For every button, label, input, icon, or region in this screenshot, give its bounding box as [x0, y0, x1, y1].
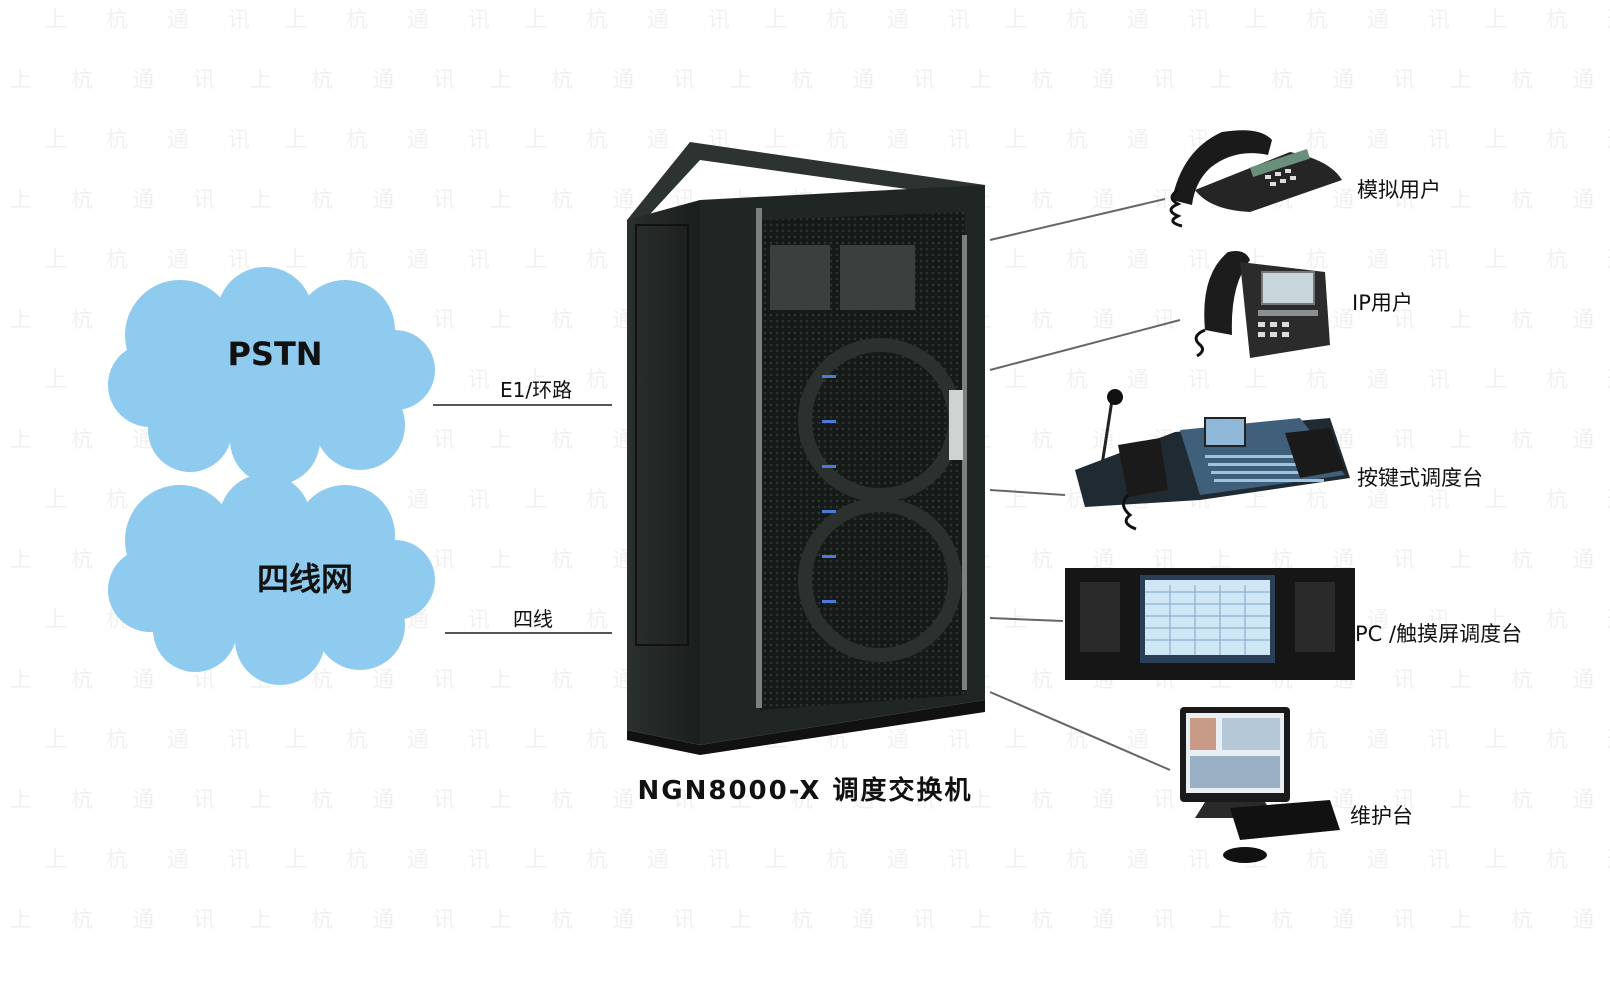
watermark-text: 上 杭 通 讯 — [1245, 848, 1466, 873]
cloud-label-pstn: PSTN — [227, 335, 322, 373]
watermark-text: 上 杭 通 讯 — [525, 848, 746, 873]
watermark-text: 上 杭 通 讯 — [970, 788, 1191, 813]
watermark-text: 上 杭 通 讯 — [970, 308, 1191, 333]
watermark-text: 上 杭 通 讯 — [10, 908, 231, 933]
watermark-text: 上 杭 通 讯 — [285, 848, 506, 873]
watermark-text: 上 杭 通 讯 — [970, 908, 1191, 933]
watermark-text: 上 杭 通 讯 — [1245, 8, 1466, 33]
analog-phone-icon — [1169, 130, 1342, 228]
watermark-text: 上 杭 通 讯 — [730, 68, 951, 93]
watermark-text: 上 杭 通 讯 — [1485, 368, 1610, 393]
link-label-e1: E1/环路 — [500, 378, 572, 402]
watermark-text: 上 杭 通 讯 — [1450, 908, 1610, 933]
watermark-text: 上 杭 通 讯 — [1485, 488, 1610, 513]
watermark-text: 上 杭 通 讯 — [970, 188, 1191, 213]
watermark-text: 上 杭 通 讯 — [1210, 908, 1431, 933]
link-label-four-wire: 四线 — [513, 607, 553, 631]
watermark-text: 上 杭 通 讯 — [1485, 728, 1610, 753]
watermark-text: 上 杭 通 讯 — [10, 188, 231, 213]
watermark-text: 上 杭 通 讯 — [285, 248, 506, 273]
watermark-text: 上 杭 通 讯 — [250, 68, 471, 93]
maintenance-pc-icon — [1180, 707, 1340, 863]
watermark-text: 上 杭 通 讯 — [1005, 728, 1226, 753]
watermark-text: 上 杭 通 讯 — [45, 848, 266, 873]
watermark-text: 上 杭 通 讯 — [1005, 368, 1226, 393]
device-label-maintenance: 维护台 — [1350, 804, 1413, 828]
watermark-text: 上 杭 通 讯 — [730, 788, 951, 813]
watermark-text: 上 杭 通 讯 — [285, 8, 506, 33]
watermark-text: 上 杭 通 讯 — [1450, 788, 1610, 813]
watermark-text: 上 杭 通 讯 — [1245, 368, 1466, 393]
watermark-text: 上 杭 通 讯 — [1005, 248, 1226, 273]
watermark-text: 上 杭 通 讯 — [1450, 428, 1610, 453]
watermark-text: 上 杭 通 讯 — [765, 128, 986, 153]
watermark-text: 上 杭 通 讯 — [45, 248, 266, 273]
watermark-text: 上 杭 通 讯 — [285, 128, 506, 153]
cloud-pstn: PSTN — [108, 267, 435, 485]
watermark-text: 上 杭 通 讯 — [1485, 128, 1610, 153]
watermark-text: 上 杭 通 讯 — [765, 848, 986, 873]
watermark-text: 上 杭 通 讯 — [1485, 248, 1610, 273]
watermark-text: 上 杭 通 讯 — [1005, 848, 1226, 873]
watermark-text: 上 杭 通 讯 — [45, 8, 266, 33]
touch-console-icon — [1065, 568, 1355, 680]
watermark-text: 上 杭 通 讯 — [1450, 188, 1610, 213]
watermark-text: 上 杭 通 讯 — [45, 128, 266, 153]
watermark-text: 上 杭 通 讯 — [1450, 668, 1610, 693]
device-links — [989, 198, 1181, 771]
watermark-text: 上 杭 通 讯 — [45, 728, 266, 753]
watermark-text: 上 杭 通 讯 — [1485, 848, 1610, 873]
watermark-text: 上 杭 通 讯 — [765, 8, 986, 33]
watermark-text: 上 杭 通 讯 — [1005, 128, 1226, 153]
watermark-text: 上 杭 通 讯 — [1450, 548, 1610, 573]
watermark-text: 上 杭 通 讯 — [10, 788, 231, 813]
switch-caption: NGN8000-X 调度交换机 — [637, 776, 973, 806]
watermark-text: 上 杭 通 讯 — [250, 908, 471, 933]
watermark-text: 上 杭 通 讯 — [1245, 488, 1466, 513]
switch-cabinet — [627, 142, 985, 755]
watermark-text: 上 杭 通 讯 — [490, 68, 711, 93]
watermark-text: 上 杭 通 讯 — [250, 788, 471, 813]
watermark-text: 上 杭 通 讯 — [1450, 308, 1610, 333]
watermark-text: 上 杭 通 讯 — [285, 728, 506, 753]
ip-phone-icon — [1194, 251, 1330, 358]
device-label-touch-console: PC /触摸屏调度台 — [1355, 622, 1523, 646]
key-console-icon — [1075, 389, 1350, 531]
cloud-four-wire: 四线网 — [108, 474, 435, 685]
watermark-text: 上 杭 通 讯 — [1485, 608, 1610, 633]
watermark-text: 上 杭 通 讯 — [250, 188, 471, 213]
watermark-text: 上 杭 通 讯 — [1450, 68, 1610, 93]
watermark-text: 上 杭 通 讯 — [490, 788, 711, 813]
watermark-text: 上 杭 通 讯 — [1005, 8, 1226, 33]
device-label-key-console: 按键式调度台 — [1357, 466, 1483, 490]
cloud-label-four-wire: 四线网 — [257, 560, 353, 598]
watermark-text: 上 杭 通 讯 — [10, 668, 231, 693]
watermark-text: 上 杭 通 讯 — [730, 908, 951, 933]
watermark-text: 上 杭 通 讯 — [490, 908, 711, 933]
watermark-text: 上 杭 通 讯 — [1210, 68, 1431, 93]
watermark-text: 上 杭 通 讯 — [10, 68, 231, 93]
watermark-text: 上 杭 通 讯 — [970, 68, 1191, 93]
watermark-text: 上 杭 通 讯 — [1245, 128, 1466, 153]
device-label-ip-user: IP用户 — [1352, 291, 1413, 315]
watermark-text: 上 杭 通 讯 — [1485, 8, 1610, 33]
watermark-text: 上 杭 通 讯 — [525, 8, 746, 33]
device-label-analog-user: 模拟用户 — [1357, 178, 1441, 202]
